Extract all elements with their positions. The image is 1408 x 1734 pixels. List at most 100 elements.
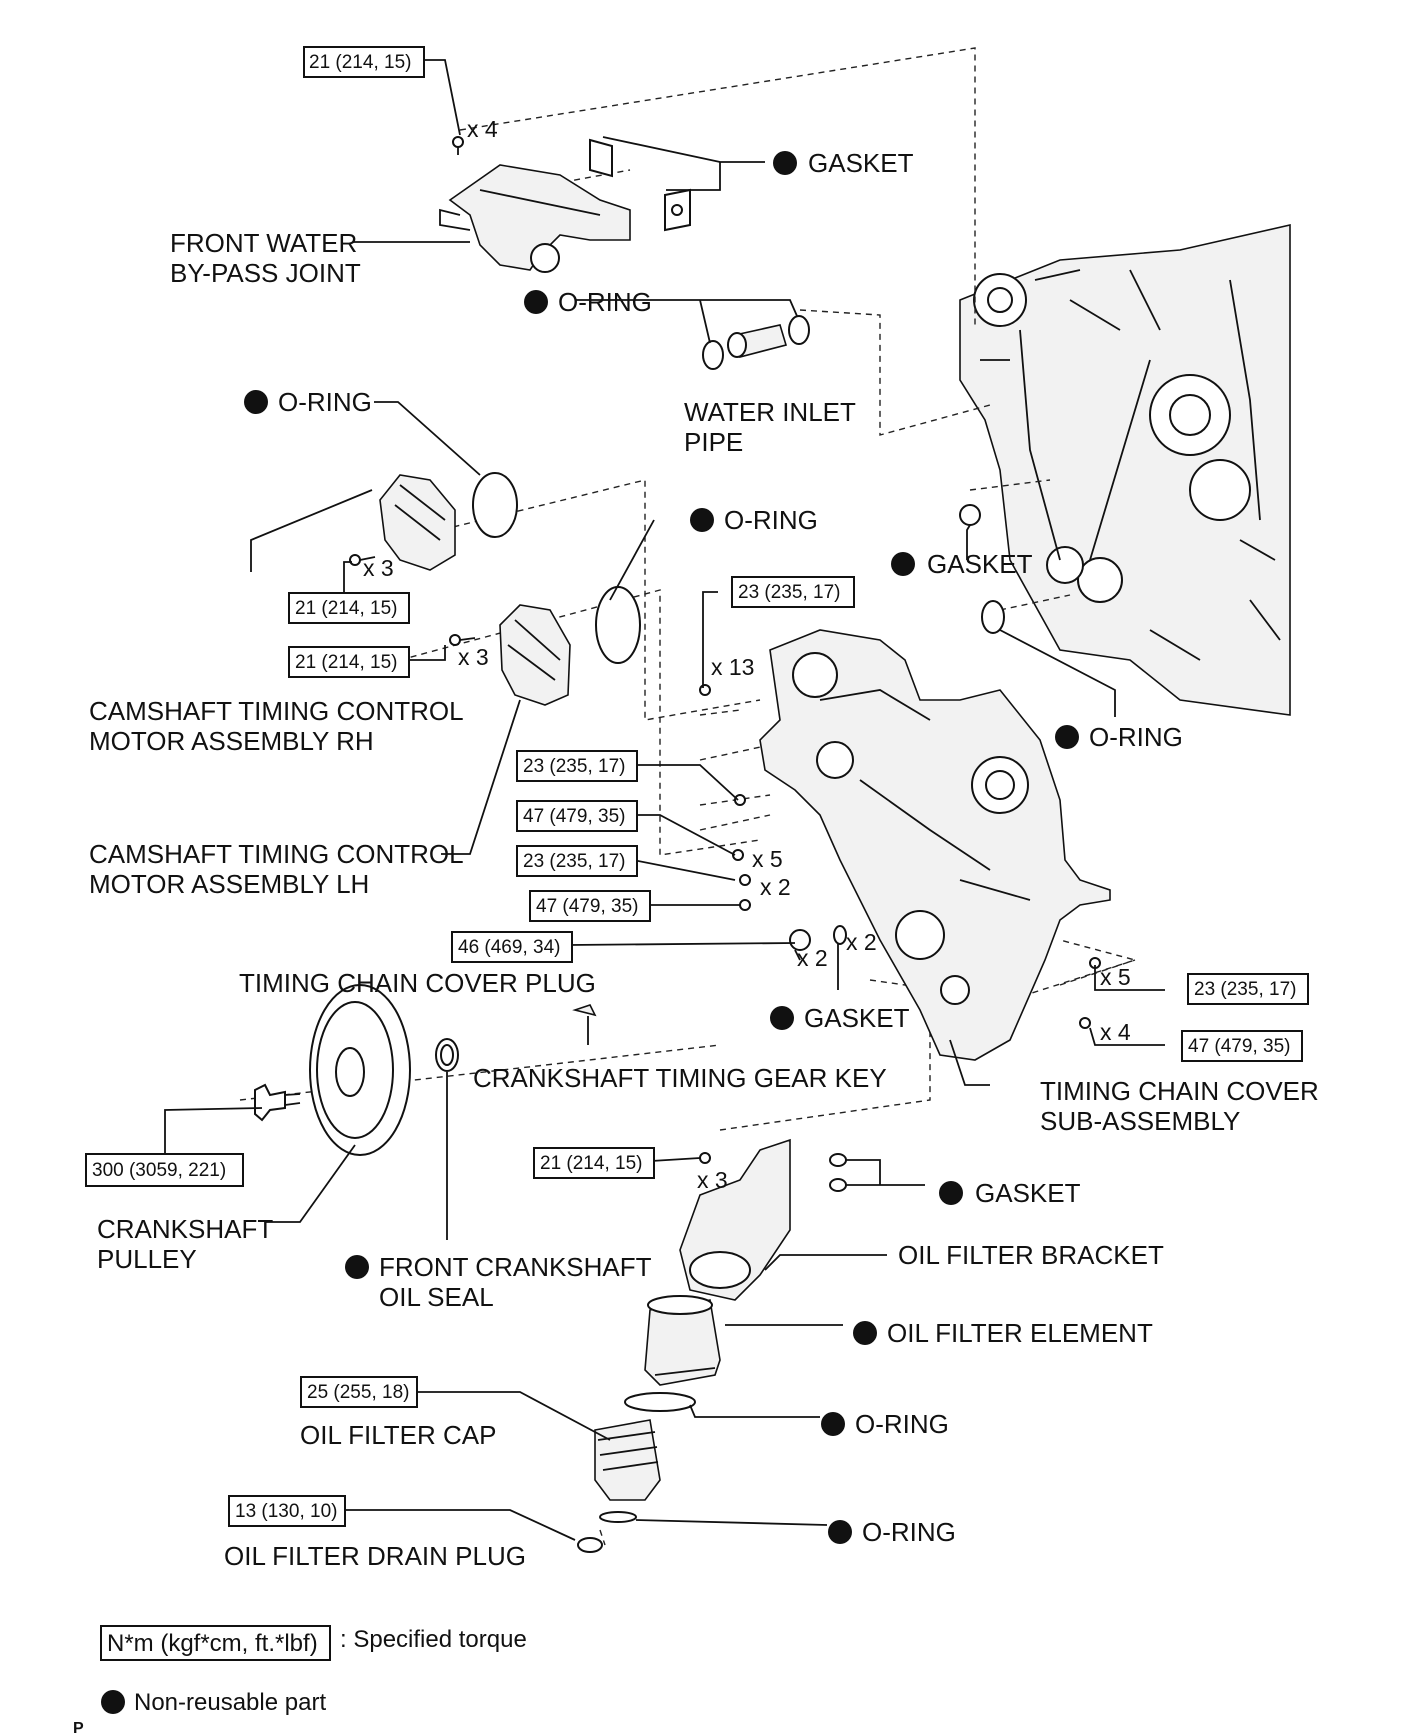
label-oring-cap: O-RING [855, 1409, 949, 1439]
torque-rh: 21 (214, 15) [295, 598, 397, 619]
qty-rh: x 3 [363, 555, 394, 581]
nonreusable-marker [1055, 725, 1079, 749]
label-drain: OIL FILTER DRAIN PLUG [224, 1541, 526, 1571]
front-water-bypass-joint-part [439, 136, 691, 273]
nonreusable-marker [345, 1255, 369, 1279]
torque-bracket: 21 (214, 15) [540, 1153, 642, 1174]
nonreusable-marker [770, 1006, 794, 1030]
label-cover-1: TIMING CHAIN COVER [1040, 1076, 1319, 1106]
qty-plug-gasket: x 2 [846, 929, 877, 955]
label-seal-2: OIL SEAL [379, 1282, 494, 1312]
qty-bypass: x 4 [467, 116, 498, 142]
leader-lines [164, 59, 1165, 1541]
torque-pulley: 300 (3059, 221) [92, 1160, 226, 1181]
torque-box-rh [288, 592, 410, 624]
torque-box-plug [451, 931, 573, 963]
label-gear-key: CRANKSHAFT TIMING GEAR KEY [473, 1063, 887, 1093]
nonreusable-marker [524, 290, 548, 314]
qty-c: x 2 [760, 874, 791, 900]
torque-a: 23 (235, 17) [523, 756, 625, 777]
qty-right2: x 4 [1100, 1019, 1131, 1045]
label-element: OIL FILTER ELEMENT [887, 1318, 1153, 1348]
label-bypass-2: BY-PASS JOINT [170, 258, 361, 288]
torque-b: 47 (479, 35) [523, 806, 625, 827]
nonreusable-marker [244, 390, 268, 414]
label-gasket-bracket: GASKET [975, 1178, 1081, 1208]
label-cap: OIL FILTER CAP [300, 1420, 497, 1450]
torque-box-cap [300, 1376, 418, 1408]
nonreusable-marker [690, 508, 714, 532]
torque-d: 47 (479, 35) [536, 896, 638, 917]
nonreusable-marker [891, 552, 915, 576]
label-bracket: OIL FILTER BRACKET [898, 1240, 1164, 1270]
torque-box-a [516, 750, 638, 782]
crankshaft-pulley-part [254, 984, 597, 1156]
quantity-labels: x 4 x 3 x 3 x 13 x 5 x 2 x 2 x 2 x 5 x 4… [363, 116, 1131, 1193]
legend: N*m (kgf*cm, ft.*lbf) : Specified torque… [73, 1625, 527, 1734]
label-lh-1: CAMSHAFT TIMING CONTROL [89, 839, 464, 869]
label-oring-lh: O-RING [724, 505, 818, 535]
nonreusable-marker [939, 1181, 963, 1205]
label-lh-2: MOTOR ASSEMBLY LH [89, 869, 369, 899]
torque-box-drain [228, 1495, 346, 1527]
torque-box-c [516, 845, 638, 877]
label-oring-drain: O-RING [862, 1517, 956, 1547]
corner-mark: P [73, 1720, 84, 1734]
label-gasket-plug: GASKET [804, 1003, 910, 1033]
torque-box-bypass [303, 46, 425, 78]
label-pulley-2: PULLEY [97, 1244, 197, 1274]
nonreusable-marker [853, 1321, 877, 1345]
label-rh-1: CAMSHAFT TIMING CONTROL [89, 696, 464, 726]
label-rh-2: MOTOR ASSEMBLY RH [89, 726, 374, 756]
qty-right1: x 5 [1100, 964, 1131, 990]
water-inlet-pipe-part [702, 315, 810, 370]
torque-cap: 25 (255, 18) [307, 1382, 409, 1403]
oil-filter-group-part [577, 1138, 847, 1553]
legend-torque-text: : Specified torque [340, 1626, 527, 1653]
label-gasket-top: GASKET [808, 148, 914, 178]
nonreusable-marker [773, 151, 797, 175]
torque-box-d [529, 890, 651, 922]
torque-drain: 13 (130, 10) [235, 1501, 337, 1522]
timing-chain-cover-part [699, 504, 1111, 1061]
legend-nonreusable-text: Non-reusable part [134, 1689, 326, 1716]
torque-box-bracket [533, 1147, 655, 1179]
torque-box-right2 [1181, 1030, 1303, 1062]
nonreusable-marker [828, 1520, 852, 1544]
label-cover-2: SUB-ASSEMBLY [1040, 1106, 1240, 1136]
legend-nonreusable-marker [101, 1690, 125, 1714]
torque-box-lh [288, 646, 410, 678]
qty-bracket: x 3 [697, 1167, 728, 1193]
qty-plug: x 2 [797, 945, 828, 971]
label-pipe-1: WATER INLET [684, 397, 856, 427]
label-bypass-1: FRONT WATER [170, 228, 357, 258]
torque-box-b [516, 800, 638, 832]
label-oring-block: O-RING [1089, 722, 1183, 752]
label-plug: TIMING CHAIN COVER PLUG [239, 968, 596, 998]
label-pipe-2: PIPE [684, 427, 743, 457]
torque-lh: 21 (214, 15) [295, 652, 397, 673]
torque-box-right1 [1187, 973, 1309, 1005]
label-pulley-1: CRANKSHAFT [97, 1214, 273, 1244]
torque-cover-top: 23 (235, 17) [738, 582, 840, 603]
part-labels: FRONT WATER BY-PASS JOINT GASKET O-RING … [89, 148, 1319, 1571]
qty-lh: x 3 [458, 644, 489, 670]
torque-right2: 47 (479, 35) [1188, 1036, 1290, 1057]
torque-c: 23 (235, 17) [523, 851, 625, 872]
nonreusable-marker [821, 1412, 845, 1436]
camshaft-motor-lh-part [449, 586, 641, 706]
legend-torque-units: N*m (kgf*cm, ft.*lbf) [107, 1630, 318, 1657]
qty-cover-top: x 13 [711, 654, 754, 680]
label-oring-pipe: O-RING [558, 287, 652, 317]
label-gasket-block: GASKET [927, 549, 1033, 579]
camshaft-motor-rh-part [349, 472, 518, 571]
torque-bypass: 21 (214, 15) [309, 52, 411, 73]
engine-block-illustration [959, 223, 1291, 716]
torque-box-cover-top [731, 576, 855, 608]
torque-right1: 23 (235, 17) [1194, 979, 1296, 1000]
torque-box-pulley [85, 1153, 244, 1187]
legend-torque-box [100, 1625, 331, 1661]
qty-b: x 5 [752, 846, 783, 872]
label-oring-rh: O-RING [278, 387, 372, 417]
